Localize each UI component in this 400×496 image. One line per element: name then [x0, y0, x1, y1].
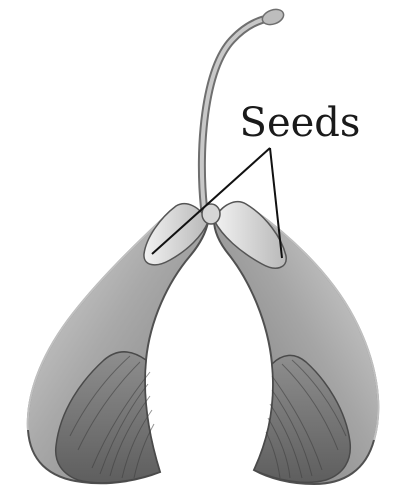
left-wing [28, 204, 208, 484]
stem-tip [260, 7, 285, 28]
right-wing [214, 202, 378, 484]
seeds-label: Seeds [240, 100, 361, 146]
